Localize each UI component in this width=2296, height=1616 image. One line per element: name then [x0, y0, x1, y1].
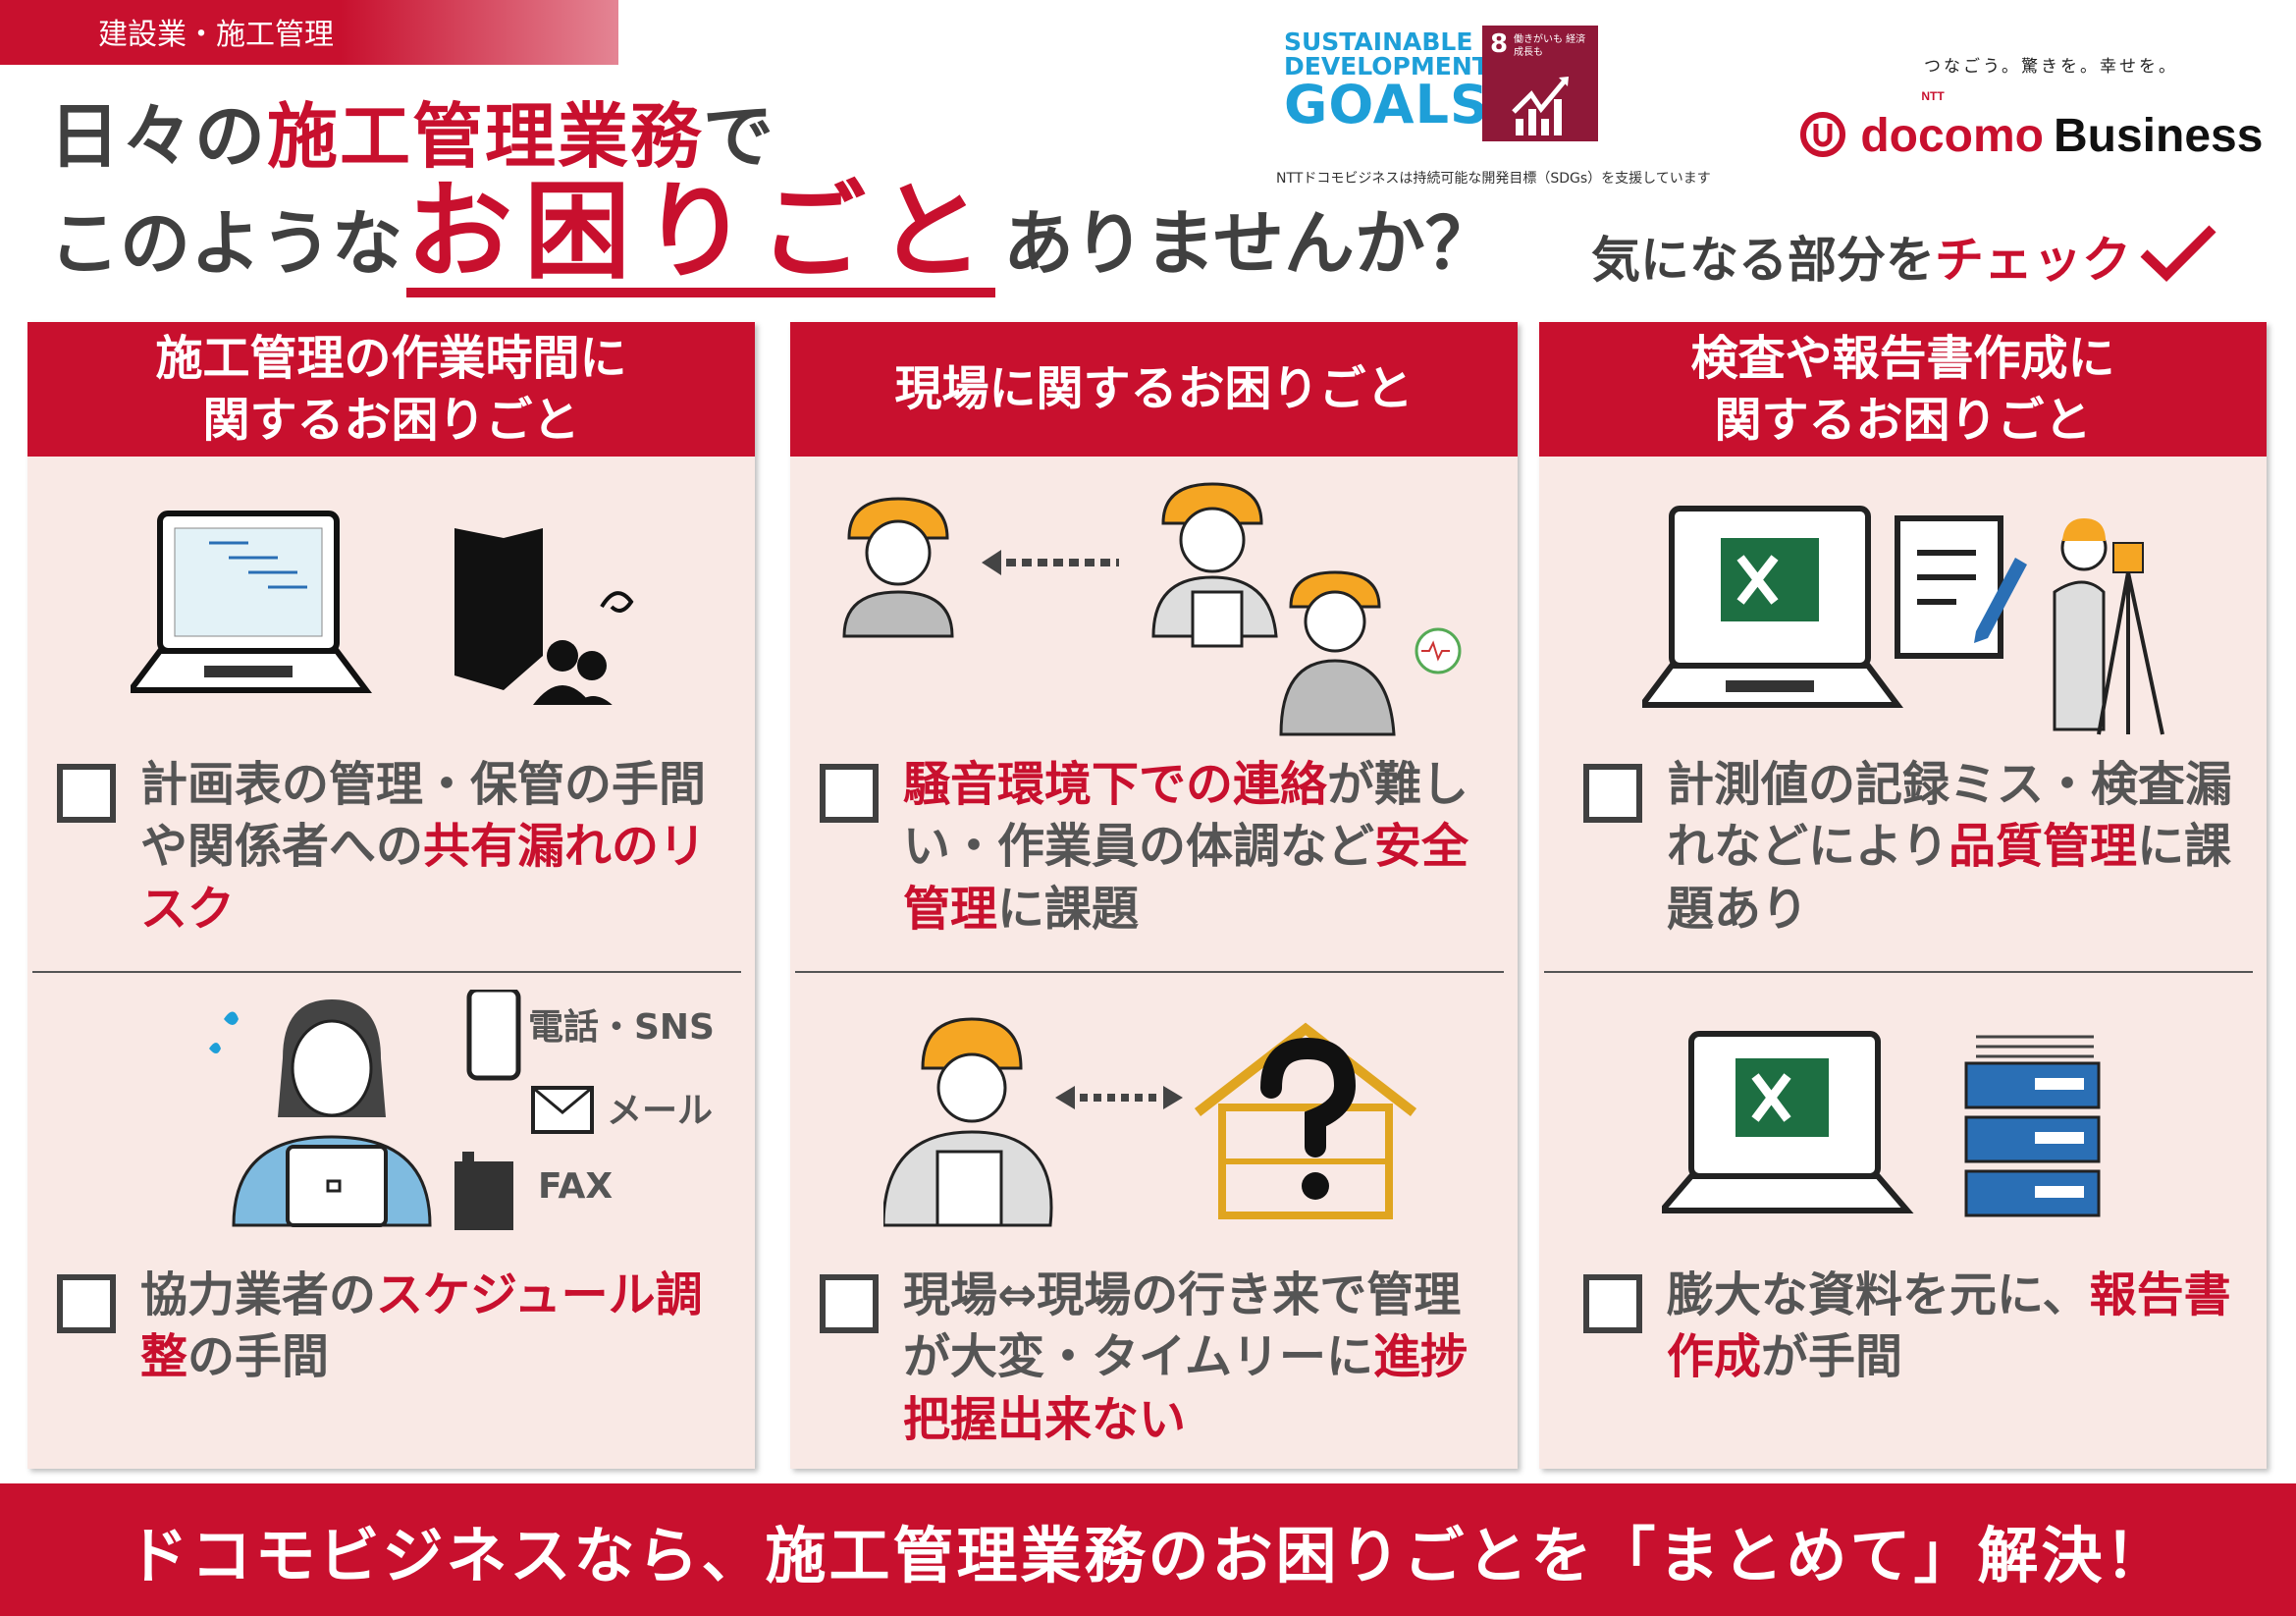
label-mail: メール — [607, 1091, 713, 1131]
sdgs-line1: SUSTAINABLE — [1284, 27, 1473, 56]
checklist-item[interactable]: 計測値の記録ミス・検査漏れなどにより品質管理に課題あり — [1583, 754, 2247, 941]
item-text-accent: 騒音環境下での連絡 — [903, 757, 1328, 812]
brand-business: Business — [2054, 110, 2264, 162]
excel-survey-illustration — [1642, 506, 2164, 735]
item-text-part: が手間 — [1761, 1329, 1903, 1385]
category-tag: 建設業・施工管理 — [0, 0, 618, 65]
item-text-accent: スケジュール調整 — [140, 1267, 703, 1385]
item-text-accent: 安全管理 — [903, 819, 1469, 937]
divider — [32, 971, 741, 973]
checkbox[interactable] — [57, 764, 116, 823]
headline-text: ありませんか？ — [1003, 202, 1496, 285]
item-text: 現場⇔現場の行き来で管理が大変・タイムリーに進捗把握出来ない — [903, 1265, 1498, 1451]
sdg-goal8-icon: 8 働きがいも 経済成長も — [1482, 26, 1598, 141]
column-inspection: 検査や報告書作成に 関するお困りごと 計測値の記録ミス・検査漏れなどにより品質管… — [1539, 322, 2267, 1469]
item-text: 計測値の記録ミス・検査漏れなどにより品質管理に課題あり — [1667, 754, 2247, 941]
item-text-part: 現場⇔現場の行き来で管理が大変・タイムリーに — [903, 1267, 1462, 1385]
item-text-part: が難しい・作業員の体調など — [903, 757, 1469, 875]
brand-docomo: docomo — [1860, 110, 2044, 162]
headline-line1: 日々の施工管理業務で — [49, 79, 775, 182]
worker-figure — [842, 497, 954, 638]
goal-number: 8 — [1490, 29, 1509, 59]
column-work-time: 施工管理の作業時間に 関するお困りごと 計画表の管理・保管の手間や関係者への共有… — [27, 322, 755, 1469]
headline-text: 日々の — [49, 95, 268, 178]
item-text-part: の手間 — [187, 1329, 330, 1385]
headline-line2: このようなお困りごとありませんか？ — [49, 177, 1496, 298]
checklist-item[interactable]: 協力業者のスケジュール調整の手間 — [57, 1265, 735, 1389]
workers-communication-illustration — [842, 482, 1462, 736]
item-text: 膨大な資料を元に、報告書作成が手間 — [1667, 1265, 2247, 1389]
check-prompt-accent: チェック — [1935, 232, 2131, 289]
brand-slogan: つなごう。驚きを。幸せを。 — [1924, 57, 2178, 77]
checklist-item[interactable]: 騒音環境下での連絡が難しい・作業員の体調など安全管理に課題 — [820, 754, 1498, 941]
check-prompt: 気になる部分をチェック — [1591, 221, 2217, 292]
laptop-schedule-illustration — [131, 511, 634, 705]
item-text-accent: 共有漏れのリスク — [140, 819, 707, 937]
item-text-part: 計画表の管理・保管の手間や関係者への — [140, 757, 707, 875]
item-text-accent: 品質管理 — [1949, 819, 2138, 875]
label-phone-sns: 電話・SNS — [528, 1007, 715, 1048]
column-site: 現場に関するお困りごと 騒音環境下での連絡が難しい・作業員の体調など安全管理に課… — [790, 322, 1518, 1469]
item-text-part: に課題 — [997, 881, 1140, 937]
divider — [1544, 971, 2253, 973]
excel-documents-illustration — [1662, 1031, 2101, 1217]
checkbox[interactable] — [1583, 764, 1642, 823]
headline-text: で — [703, 95, 776, 178]
docomo-mark-icon — [1800, 112, 1845, 157]
checkbox[interactable] — [820, 1274, 879, 1333]
checklist-item[interactable]: 膨大な資料を元に、報告書作成が手間 — [1583, 1265, 2247, 1389]
office-worker-illustration: 電話・SNS メール FAX — [209, 990, 715, 1230]
item-text-part: 膨大な資料を元に、 — [1667, 1267, 2090, 1322]
bottom-banner: ドコモビジネスなら、施工管理業務のお困りごとを「まとめて」解決！ — [0, 1483, 2296, 1616]
check-prompt-text: 気になる部分を — [1591, 232, 1935, 289]
sdgs-logo: SUSTAINABLE DEVELOPMENT GOALS — [1284, 27, 1489, 135]
excel-x-icon — [1736, 555, 1779, 605]
column-header: 施工管理の作業時間に 関するお困りごと — [27, 322, 755, 457]
item-text: 協力業者のスケジュール調整の手間 — [140, 1265, 735, 1389]
site-travel-illustration — [883, 1017, 1417, 1227]
checklist-item[interactable]: 現場⇔現場の行き来で管理が大変・タイムリーに進捗把握出来ない — [820, 1265, 1498, 1451]
headline-text: このような — [49, 202, 403, 285]
label-fax: FAX — [538, 1166, 613, 1207]
column-header: 現場に関するお困りごと — [790, 322, 1518, 457]
sdgs-note: NTTドコモビジネスは持続可能な開発目標（SDGs）を支援しています — [1276, 171, 1711, 187]
item-text-accent: 報告書作成 — [1667, 1267, 2231, 1385]
checklist-item[interactable]: 計画表の管理・保管の手間や関係者への共有漏れのリスク — [57, 754, 735, 941]
item-text-part: 計測値の記録ミス・検査漏れなどにより — [1667, 757, 2233, 875]
item-text: 騒音環境下での連絡が難しい・作業員の体調など安全管理に課題 — [903, 754, 1498, 941]
checkbox[interactable] — [820, 764, 879, 823]
headline-accent: 施工管理業務 — [267, 95, 704, 178]
divider — [795, 971, 1504, 973]
goal-text: 働きがいも 経済成長も — [1514, 34, 1586, 58]
excel-x-icon — [1751, 1073, 1791, 1122]
ntt-label: NTT — [1921, 89, 1945, 103]
item-text-part: に課題あり — [1667, 819, 2232, 937]
growth-chart-icon — [1512, 77, 1569, 135]
checkbox[interactable] — [1583, 1274, 1642, 1333]
question-mark-icon — [1260, 1037, 1357, 1158]
headline-accent: お困りごと — [406, 177, 996, 298]
sdgs-line2: DEVELOPMENT — [1284, 52, 1489, 81]
column-header: 検査や報告書作成に 関するお困りごと — [1539, 322, 2267, 457]
item-text-accent: 進捗把握出来ない — [903, 1329, 1468, 1447]
checkmark-icon — [2140, 225, 2216, 282]
checkbox[interactable] — [57, 1274, 116, 1333]
sdgs-line3: GOALS — [1284, 74, 1489, 135]
item-text: 計画表の管理・保管の手間や関係者への共有漏れのリスク — [140, 754, 735, 941]
item-text-part: 協力業者の — [140, 1267, 377, 1322]
